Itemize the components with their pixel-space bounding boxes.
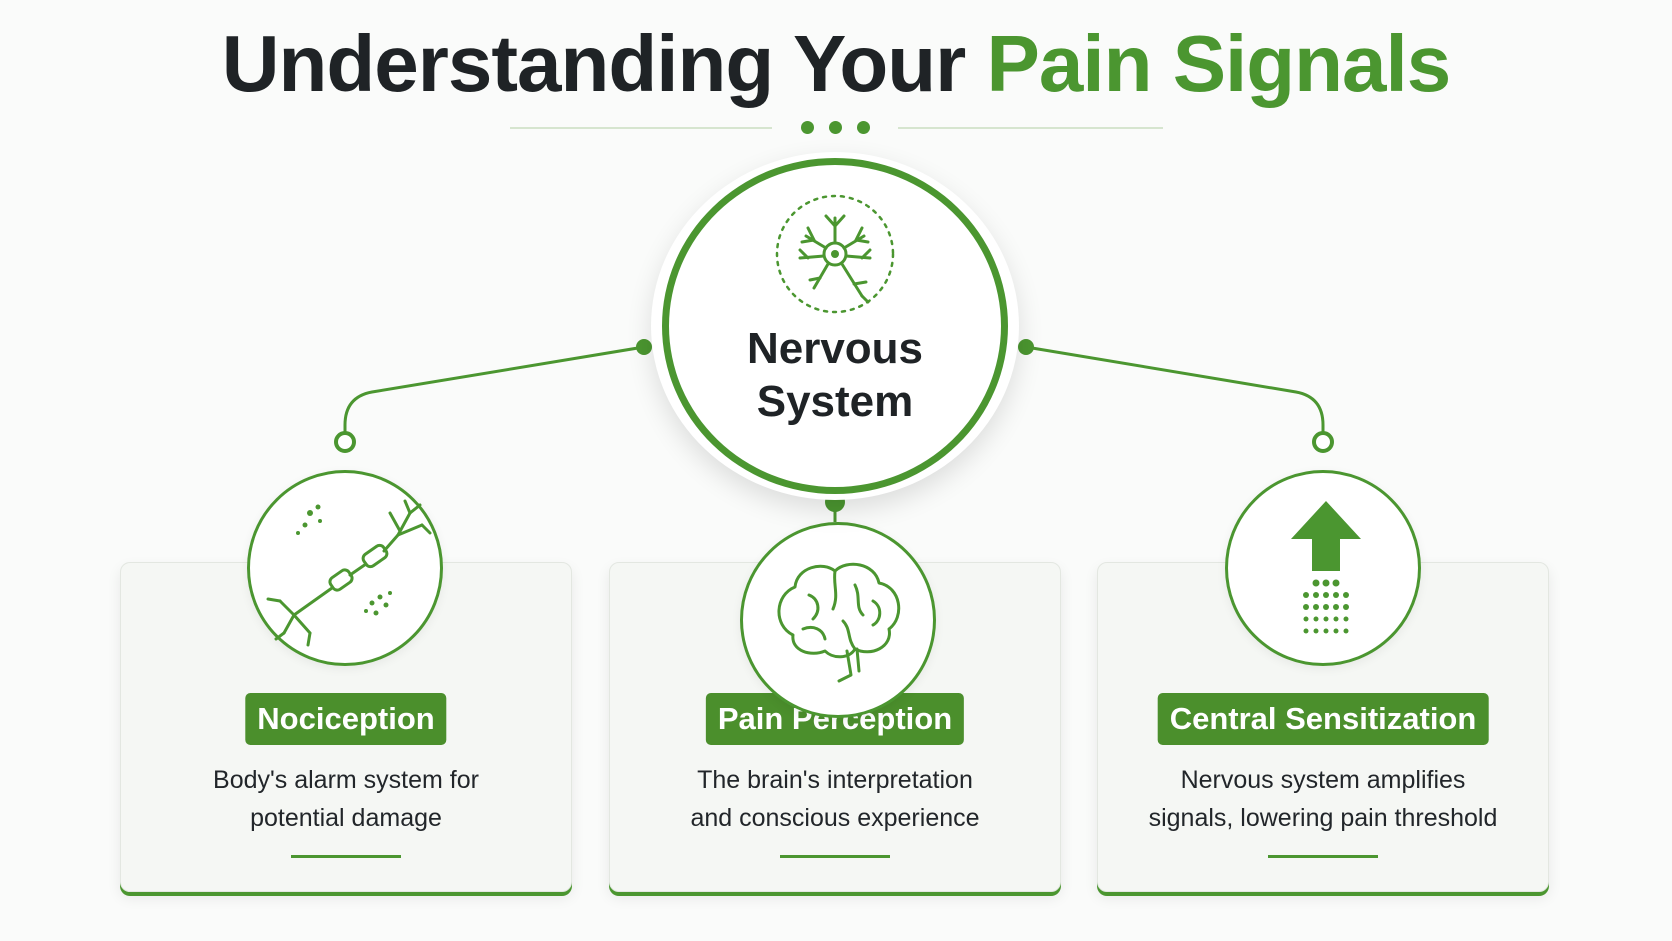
card-description-line: The brain's interpretation [697, 766, 973, 794]
neuron-icon [775, 194, 895, 314]
card-rule [291, 855, 401, 858]
card-description: The brain's interpretation and conscious… [630, 761, 1040, 837]
connector-node-left-top [636, 339, 652, 355]
center-label-line: Nervous [746, 324, 924, 373]
nerve-fiber-icon [266, 499, 432, 647]
card-label-central-sensitization: Central Sensitization [1157, 693, 1489, 745]
nociception-icon-circle [247, 470, 443, 666]
nervous-system-ring [662, 158, 1008, 494]
title-divider-left [510, 127, 772, 129]
card-label-nociception: Nociception [245, 693, 447, 745]
title-divider-right [898, 127, 1163, 129]
connector-node-right [1312, 431, 1334, 453]
divider-dot [801, 121, 814, 134]
connector-node-left [334, 431, 356, 453]
connector-right [1025, 345, 1325, 432]
central-sensitization-icon-circle [1225, 470, 1421, 666]
page-title: Understanding Your Pain Signals [0, 22, 1672, 106]
connector-left [343, 345, 645, 432]
brain-icon [777, 562, 901, 683]
connector-node-right-top [1018, 339, 1034, 355]
card-description: Nervous system amplifies signals, loweri… [1118, 761, 1528, 837]
up-arrow-icon [1291, 501, 1361, 634]
pain-perception-icon-circle [740, 522, 936, 718]
title-part-green: Pain Signals [986, 19, 1452, 108]
card-description-line: Body's alarm system for [213, 766, 479, 794]
card-description-line: Nervous system amplifies [1180, 766, 1466, 794]
card-description-line: and conscious experience [690, 804, 980, 832]
card-rule [1268, 855, 1378, 858]
center-label-line: System [756, 377, 914, 426]
card-description: Body's alarm system for potential damage [141, 761, 551, 837]
card-description-line: signals, lowering pain threshold [1148, 804, 1498, 832]
card-description-line: potential damage [250, 804, 442, 832]
title-part-dark: Understanding Your [221, 19, 987, 108]
card-rule [780, 855, 890, 858]
nervous-system-label: Nervous System [662, 322, 1008, 428]
divider-dot [829, 121, 842, 134]
divider-dot [857, 121, 870, 134]
